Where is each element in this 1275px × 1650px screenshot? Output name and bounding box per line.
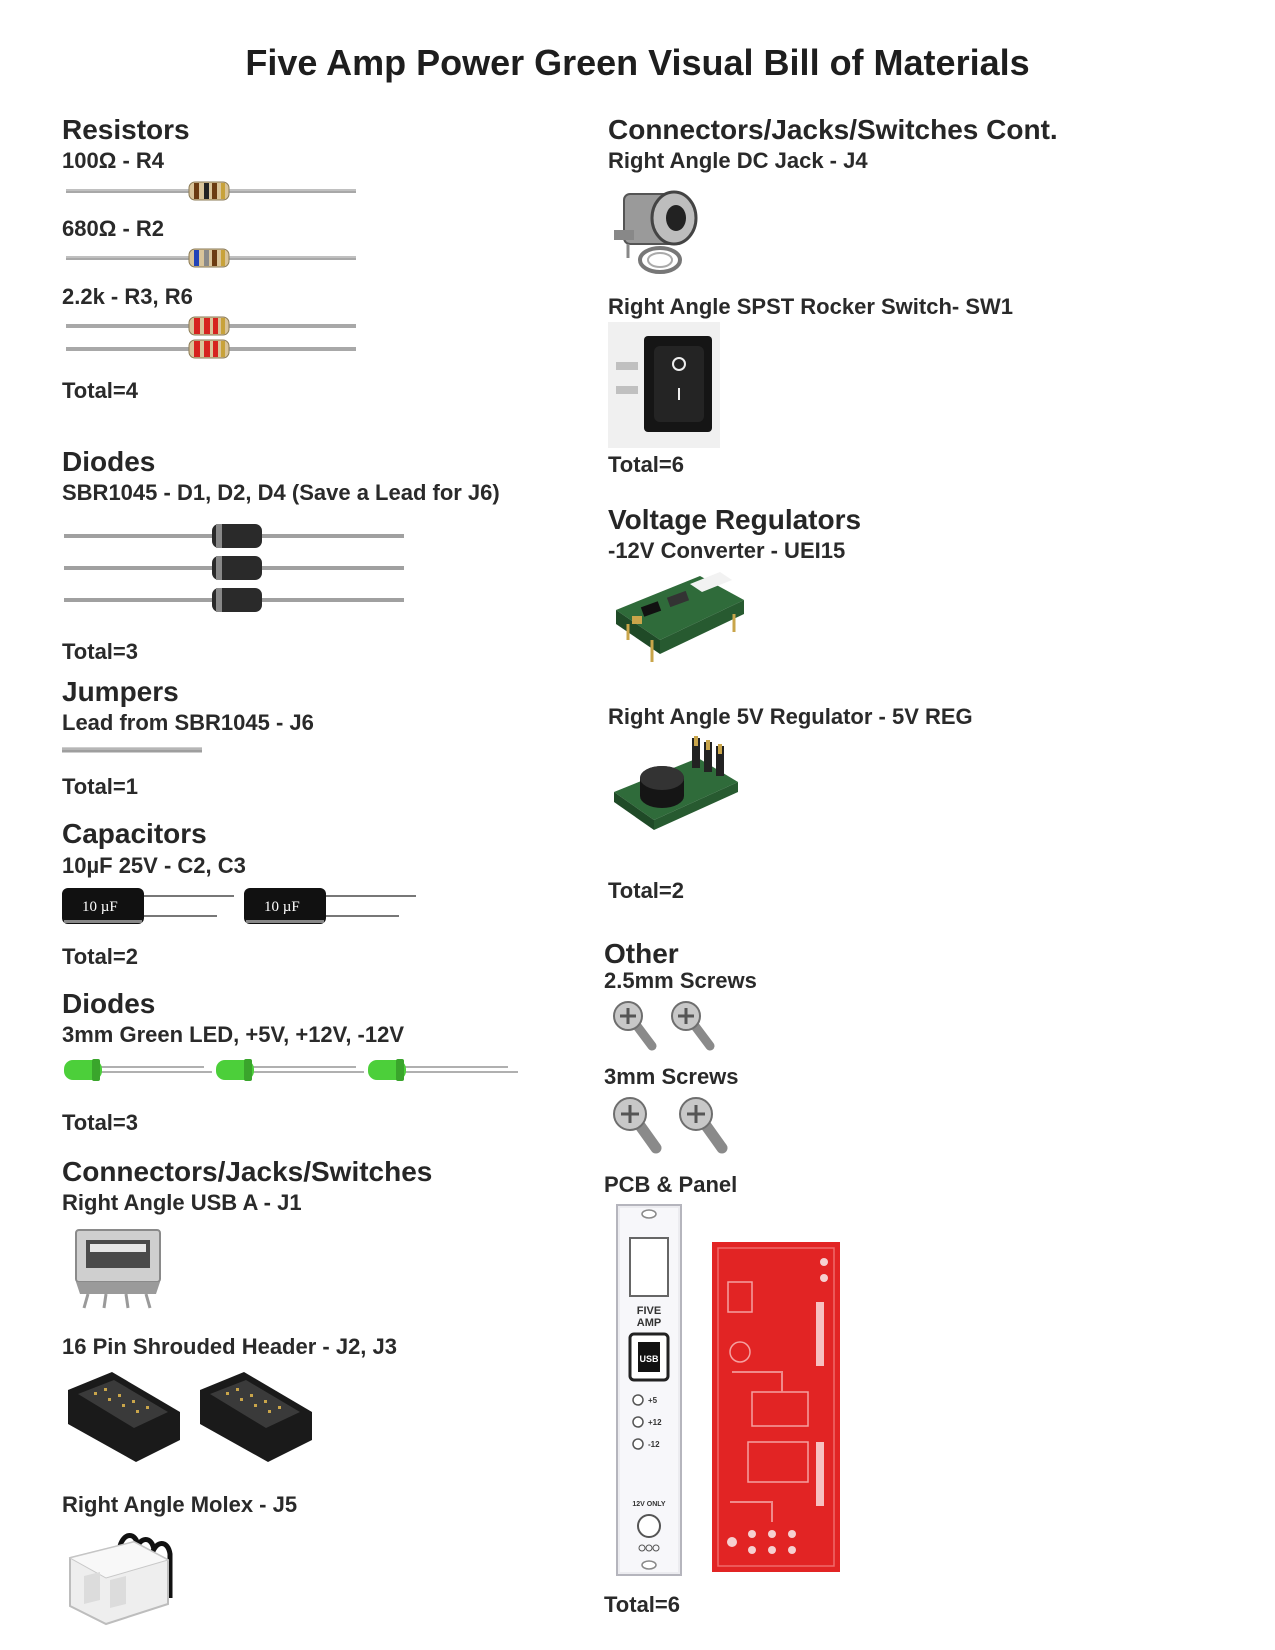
resistors-total: Total=4 [62, 378, 139, 403]
capacitors-sub: 10µF 25V - C2, C3 [62, 853, 246, 878]
reg5v-module-image [614, 736, 738, 830]
panel-plus12: +12 [648, 1418, 662, 1427]
screws3-label: 3mm Screws [604, 1064, 739, 1089]
usb-a-jack-image [75, 1229, 161, 1309]
molex-label: Right Angle Molex - J5 [62, 1492, 298, 1517]
dc-jack-label: Right Angle DC Jack - J4 [608, 148, 868, 173]
jumpers-sub: Lead from SBR1045 - J6 [62, 710, 314, 735]
leds-sub: 3mm Green LED, +5V, +12V, -12V [62, 1022, 405, 1047]
leds-total: Total=3 [62, 1110, 139, 1135]
pcb-panel-label: PCB & Panel [604, 1172, 738, 1197]
connectors-heading: Connectors/Jacks/Switches [62, 1156, 433, 1187]
jumper-lead-image [62, 747, 202, 753]
other-heading: Other [604, 938, 679, 969]
panel-brand-top: FIVE [637, 1305, 661, 1317]
panel-plus5: +5 [648, 1396, 658, 1405]
diodes-heading: Diodes [62, 446, 156, 477]
converter-label: -12V Converter - UEI15 [608, 538, 846, 563]
connectors-cont-heading: Connectors/Jacks/Switches Cont. [608, 114, 1058, 145]
panel-usb-text: USB [639, 1354, 659, 1364]
resistors-heading: Resistors [62, 114, 190, 145]
green-led-image [64, 1059, 518, 1081]
screws-2-5mm-image [613, 1001, 715, 1051]
molex-connector-image [68, 1533, 173, 1626]
header-label: 16 Pin Shrouded Header - J2, J3 [62, 1334, 398, 1359]
capacitor-marking-1: 10 µF [82, 899, 118, 915]
page-title: Five Amp Power Green Visual Bill of Mate… [245, 42, 1030, 83]
pcb-image [712, 1242, 840, 1572]
capacitors-total: Total=2 [62, 944, 139, 969]
front-panel-image: FIVE AMP USB +5 +12 -12 12V ONLY [616, 1204, 682, 1576]
rocker-switch-image [608, 322, 720, 448]
panel-12v-note: 12V ONLY [632, 1501, 666, 1508]
resistor-680-label: 680Ω - R2 [62, 216, 165, 241]
shrouded-header-image [68, 1372, 312, 1462]
capacitor-image: 10 µF 10 µF [62, 888, 416, 924]
usb-label: Right Angle USB A - J1 [62, 1190, 302, 1215]
dc-jack-image [614, 190, 698, 274]
panel-brand-bottom: AMP [637, 1317, 661, 1329]
panel-minus12: -12 [648, 1440, 660, 1449]
resistor-100-label: 100Ω - R4 [62, 148, 165, 173]
resistor-2k2-image [66, 316, 356, 359]
resistor-2k2-label: 2.2k - R3, R6 [62, 284, 193, 309]
screws-3mm-image [613, 1097, 728, 1154]
jumpers-total: Total=1 [62, 774, 139, 799]
connectors-cont-total: Total=6 [608, 452, 685, 477]
capacitors-heading: Capacitors [62, 818, 207, 849]
diodes-sub: SBR1045 - D1, D2, D4 (Save a Lead for J6… [62, 480, 500, 505]
capacitor-marking-2: 10 µF [264, 899, 300, 915]
screws25-label: 2.5mm Screws [604, 968, 757, 993]
reg5v-label: Right Angle 5V Regulator - 5V REG [608, 704, 973, 729]
rocker-label: Right Angle SPST Rocker Switch- SW1 [608, 294, 1014, 319]
other-total: Total=6 [604, 1592, 681, 1617]
regulators-total: Total=2 [608, 878, 685, 903]
uei15-converter-image [616, 572, 744, 662]
regulators-heading: Voltage Regulators [608, 504, 862, 535]
leds-heading: Diodes [62, 988, 156, 1019]
resistor-100-image [66, 181, 356, 201]
jumpers-heading: Jumpers [62, 676, 179, 707]
diode-sbr1045-image [64, 524, 404, 612]
diodes-total: Total=3 [62, 639, 139, 664]
resistor-680-image [66, 248, 356, 268]
